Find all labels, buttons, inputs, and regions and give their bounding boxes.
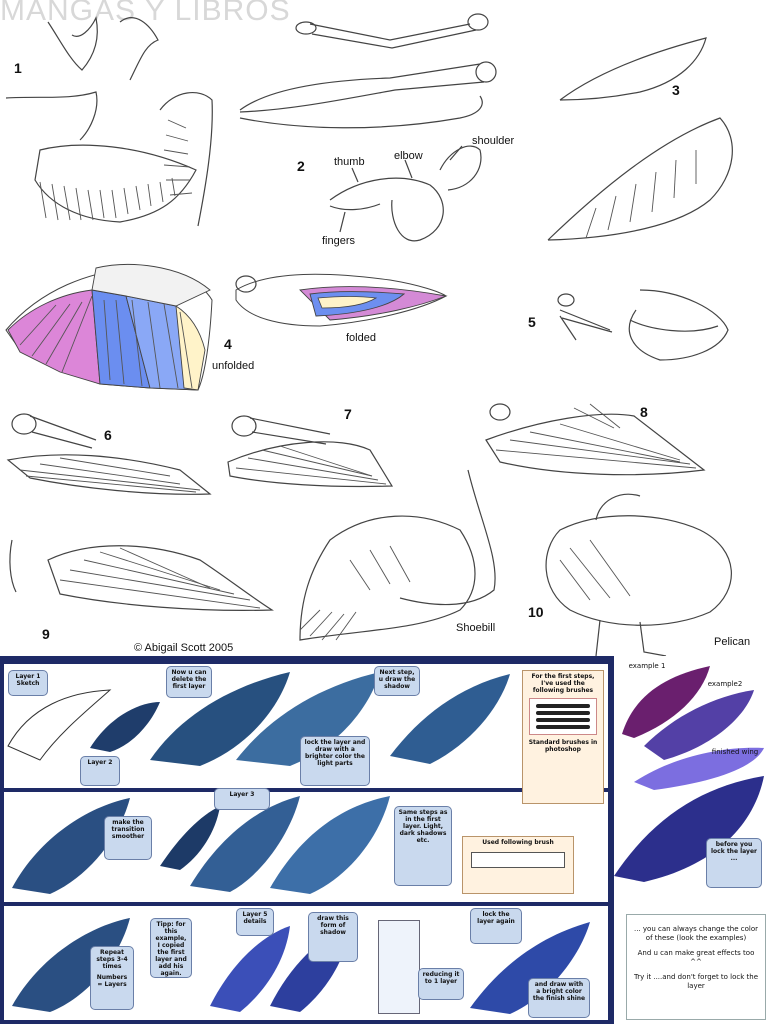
- note-numbers-layers: Numbers = Layers: [96, 974, 128, 988]
- step-number-8: 8: [640, 404, 648, 420]
- sketch-6: [6, 413, 212, 495]
- step-number-2: 2: [297, 158, 305, 174]
- brush-swatch: [536, 704, 590, 708]
- sketch-4-folded: [235, 273, 448, 327]
- sketch-3: [547, 37, 733, 241]
- note-reducing: reducing it to 1 layer: [418, 968, 464, 1000]
- sketch-1: [5, 16, 213, 227]
- note-first-steps: For the first steps, I've used the follo…: [531, 673, 595, 694]
- sketch-2: [239, 13, 497, 242]
- label-pelican: Pelican: [714, 636, 751, 648]
- tip-great-effects: And u can make great effects too ^^: [637, 949, 755, 966]
- used-brush-panel: Used following brush: [462, 836, 574, 894]
- label-shoulder: shoulder: [472, 135, 515, 147]
- wing-sketches: [5, 13, 733, 656]
- note-repeat-text: Repeat steps 3-4 times: [96, 949, 128, 970]
- brushes-panel: For the first steps, I've used the follo…: [522, 670, 604, 804]
- sketch-pelican: [545, 493, 732, 656]
- sketch-5: [557, 289, 729, 361]
- brush-list: [529, 698, 597, 735]
- brush-preview: [471, 852, 565, 868]
- note-layer3-steps: Same steps as in the first layer. Light,…: [394, 806, 452, 886]
- finished-wing-label: finished wing: [711, 748, 759, 756]
- step-number-9: 9: [42, 626, 50, 642]
- sketch-4-unfolded: [5, 264, 213, 391]
- note-layer1: Layer 1 Sketch: [8, 670, 48, 696]
- tips-box: ... you can always change the color of t…: [626, 914, 766, 1020]
- label-shoebill: Shoebill: [456, 622, 496, 634]
- color-examples: example 1 example2 finished wing before …: [614, 656, 768, 1024]
- sketch-9: [9, 539, 274, 611]
- label-thumb: thumb: [334, 156, 365, 168]
- example-2-label: example2: [707, 680, 743, 688]
- note-layer3: Layer 3: [214, 788, 270, 810]
- step-number-7: 7: [344, 406, 352, 422]
- brush-swatch: [536, 718, 590, 722]
- example-wings: [614, 666, 764, 882]
- label-elbow: elbow: [394, 150, 423, 162]
- tip-change-color: ... you can always change the color of t…: [634, 925, 758, 942]
- digital-tutorial: Layer 1 Sketch Now u can delete the firs…: [0, 656, 614, 1024]
- note-repeat-steps: Repeat steps 3-4 times Numbers = Layers: [90, 946, 134, 1010]
- tutorial-wings: [7, 672, 590, 1014]
- layers-palette: [378, 920, 420, 1014]
- label-unfolded: unfolded: [212, 360, 255, 372]
- note-standard-brushes: Standard brushes in photoshop: [528, 739, 598, 753]
- example-1-label: example 1: [628, 662, 666, 670]
- note-layer2: Layer 2: [80, 756, 120, 786]
- step-number-3: 3: [672, 82, 680, 98]
- copyright: © Abigail Scott 2005: [134, 642, 234, 654]
- note-tipp: Tipp: for this example, I copied the fir…: [150, 918, 192, 978]
- note-delete-layer: Now u can delete the first layer: [166, 666, 212, 698]
- note-lock-layer: lock the layer and draw with a brighter …: [300, 736, 370, 786]
- label-fingers: fingers: [322, 235, 356, 247]
- step-number-1: 1: [14, 60, 22, 76]
- note-used-brush: Used following brush: [482, 839, 554, 846]
- step-number-6: 6: [104, 427, 112, 443]
- note-lock-again: lock the layer again: [470, 908, 522, 944]
- note-draw-form: draw this form of shadow: [308, 912, 358, 962]
- step-number-5: 5: [528, 314, 536, 330]
- note-next-step: Next step, u draw the shadow: [374, 666, 420, 696]
- note-transition: make the transition smoother: [104, 816, 152, 860]
- label-folded: folded: [346, 332, 376, 344]
- step-number-10: 10: [528, 604, 544, 620]
- note-draw-bright: and draw with a bright color the finish …: [528, 978, 590, 1018]
- tip-try-it: Try it ....and don't forget to lock the …: [633, 973, 759, 990]
- sketch-8: [485, 403, 706, 476]
- note-before-lock: before you lock the layer ...: [706, 838, 762, 888]
- brush-swatch: [536, 725, 590, 729]
- sketch-shoebill: [299, 469, 496, 641]
- note-layer5: Layer 5 details: [236, 908, 274, 936]
- brush-swatch: [536, 711, 590, 715]
- step-number-4: 4: [224, 336, 232, 352]
- sketch-7: [227, 415, 394, 488]
